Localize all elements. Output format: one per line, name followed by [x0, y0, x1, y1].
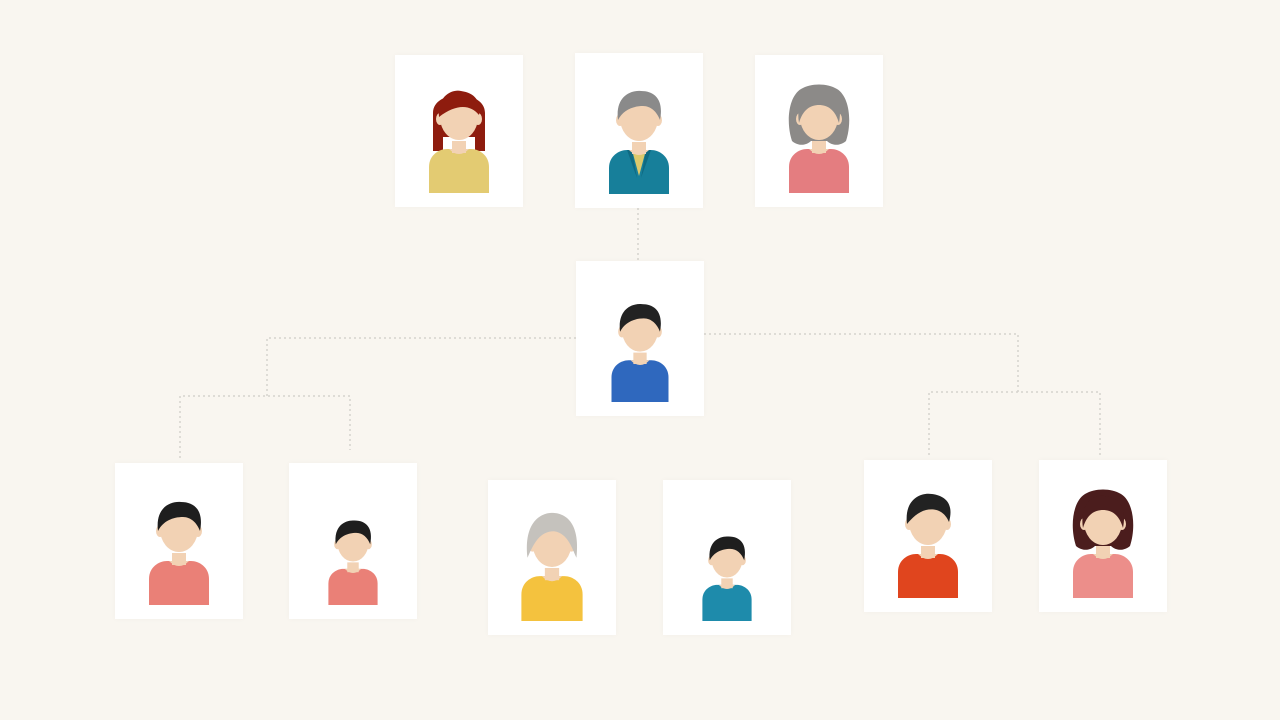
hair-top [798, 90, 841, 123]
neck-curve [630, 360, 650, 365]
neck-curve [541, 576, 563, 582]
lapel-right [641, 150, 651, 178]
neck-curve [1093, 554, 1113, 559]
ear-left [436, 113, 444, 125]
shirt [1073, 554, 1133, 598]
ear-right [943, 518, 951, 530]
card-top-left-woman [395, 55, 523, 207]
woman-red-hair-icon [429, 90, 489, 193]
ear-right [739, 555, 746, 566]
hair-top [1082, 495, 1125, 528]
ear-right [654, 114, 662, 126]
card-bottom-5 [864, 460, 992, 612]
neck [721, 578, 733, 589]
hair-top [709, 536, 746, 561]
woman-gray-hair-icon [788, 84, 850, 193]
shirt [149, 561, 209, 605]
neck-curve [809, 149, 829, 154]
neck-curve [918, 554, 938, 559]
collar [632, 150, 646, 176]
ear-right [654, 326, 662, 338]
shirt [328, 568, 378, 605]
elder-woman-yellow-icon [521, 512, 583, 621]
card-top-right-woman [755, 55, 883, 207]
neck-curve [169, 561, 189, 566]
card-top-center-man [575, 53, 703, 208]
card-bottom-2 [289, 463, 417, 619]
lapel-left [627, 150, 637, 178]
shirt [611, 360, 669, 402]
hair-top [335, 520, 372, 545]
shirt [429, 149, 489, 193]
shirt [521, 576, 583, 621]
child-pink-shirt-icon [328, 520, 378, 605]
ear-right [194, 525, 202, 537]
shirt [789, 149, 849, 193]
neck [347, 562, 359, 573]
hair-top [438, 90, 480, 117]
neck [633, 352, 647, 364]
card-bottom-3 [488, 480, 616, 635]
shirt [702, 584, 752, 621]
hair-top [617, 90, 661, 120]
card-bottom-6 [1039, 460, 1167, 612]
card-bottom-4 [663, 480, 791, 635]
hair-top [157, 501, 201, 531]
card-bottom-1 [115, 463, 243, 619]
hair-top [526, 512, 578, 558]
ear-right [365, 539, 372, 550]
man-pink-shirt-icon [149, 501, 209, 605]
shirt [898, 554, 958, 598]
woman-brown-hair-icon [1072, 489, 1134, 598]
neck-curve [629, 150, 649, 155]
hair-top [619, 304, 661, 332]
ear-right [474, 113, 482, 125]
connector-line-2 [266, 337, 576, 396]
neck-curve [449, 149, 469, 154]
man-teal-jacket-icon [609, 90, 669, 194]
connector-line-3 [179, 395, 351, 458]
connector-line-4 [704, 333, 1019, 392]
neck-curve [344, 568, 362, 574]
connector-line-5 [928, 391, 1101, 455]
child-teal-shirt-icon [702, 536, 752, 621]
hair-top [906, 493, 951, 524]
card-center-person [576, 261, 704, 416]
neck-curve [718, 584, 736, 590]
boy-blue-shirt-icon [611, 304, 669, 402]
man-orange-shirt-icon [898, 493, 958, 598]
